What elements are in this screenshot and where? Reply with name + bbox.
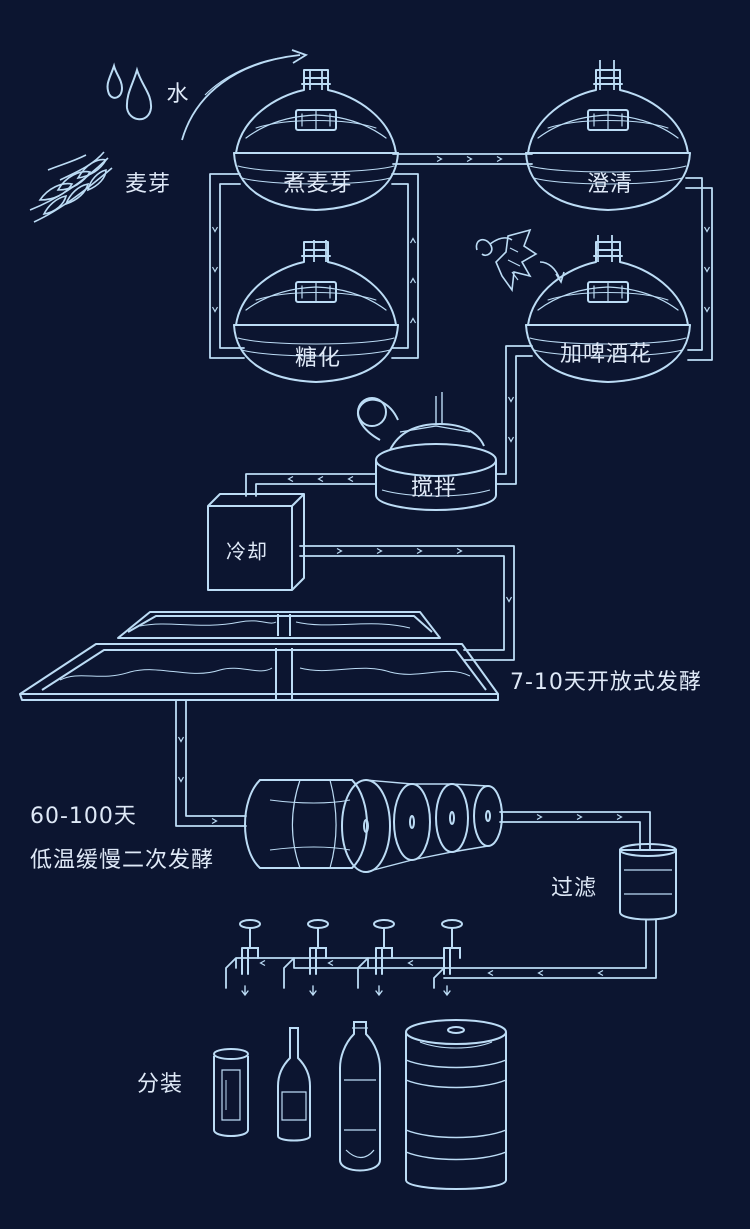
filter-unit [619, 843, 677, 921]
secondary-fermentation-days: 60-100天 [30, 804, 137, 829]
step-filter: 过滤 [550, 876, 598, 901]
stir-tank [357, 392, 498, 512]
step-cool: 冷却 [226, 539, 268, 564]
water-label: 水 [166, 82, 190, 107]
wheat-icon [29, 151, 113, 223]
step-clarify: 澄清 [586, 172, 634, 197]
beer-can-icon [213, 1048, 249, 1137]
secondary-fermentation-desc: 低温缓慢二次发酵 [30, 848, 215, 873]
step-stir: 搅拌 [410, 476, 458, 501]
tap-4 [441, 919, 463, 996]
step-open-fermentation: 7-10天开放式发酵 [510, 670, 702, 695]
fermentation-trays [19, 611, 499, 701]
beer-bottle-icon [277, 1027, 311, 1142]
plastic-bottle-icon [339, 1021, 381, 1172]
step-boil-malt: 煮麦芽 [283, 172, 353, 197]
aging-barrels [244, 779, 503, 873]
step-add-hops: 加啤酒花 [559, 342, 653, 367]
cooling-box [207, 493, 305, 591]
water-drop-icon [106, 62, 153, 121]
hop-icon [475, 228, 565, 293]
malt-label: 麦芽 [124, 172, 172, 197]
step-saccharify: 糖化 [294, 346, 342, 371]
step-packaging: 分装 [136, 1072, 184, 1097]
keg-icon [405, 1019, 507, 1190]
